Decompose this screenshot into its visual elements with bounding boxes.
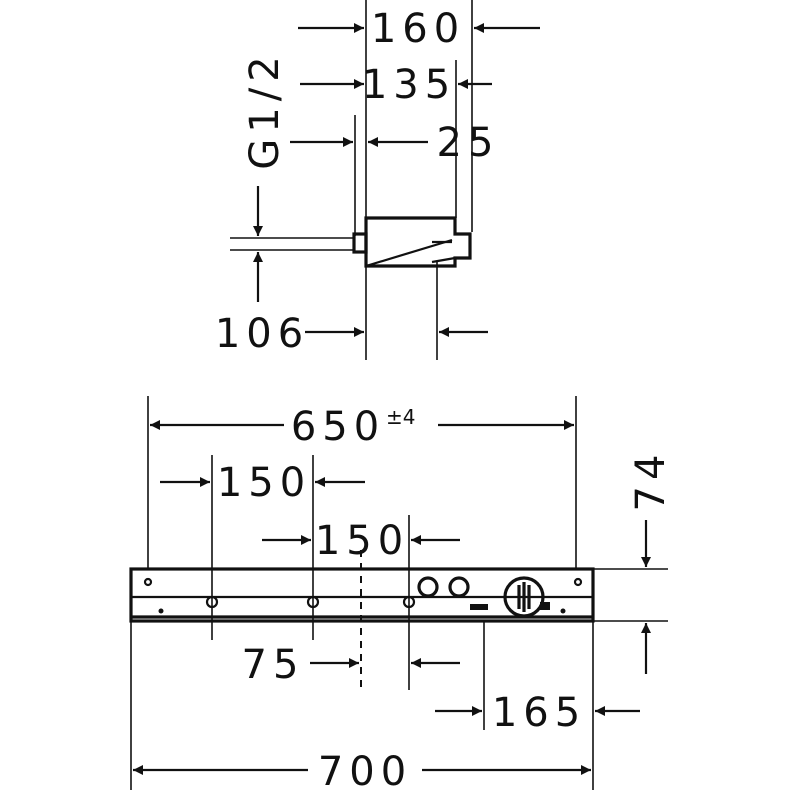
dimension-150-a: 150: [160, 460, 365, 506]
dimension-74-label: 74: [628, 449, 674, 512]
dimension-165-label: 165: [492, 690, 586, 736]
dimension-75-label: 75: [242, 642, 305, 688]
dimension-700-label: 700: [318, 749, 412, 795]
dimension-650: 650 ±4: [150, 404, 574, 450]
dimension-thread-label: G1/2: [242, 50, 288, 169]
dimension-25-label: 25: [437, 120, 500, 166]
dimension-75: 75: [242, 642, 460, 688]
dimension-150-b: 150: [262, 518, 460, 564]
dimension-150-b-label: 150: [315, 518, 409, 564]
front-view: 650 ±4 150 150 74 75: [129, 396, 674, 795]
dimension-700: 700: [133, 749, 591, 795]
dimension-thread: G1/2: [242, 50, 288, 302]
side-view-body: [352, 216, 472, 268]
dimension-106-label: 106: [215, 311, 309, 357]
dimension-135-label: 135: [362, 62, 456, 108]
dimension-650-label: 650: [291, 404, 385, 450]
dimension-106: 106: [215, 311, 488, 357]
dimension-165: 165: [435, 690, 640, 736]
dimension-150-a-label: 150: [217, 460, 311, 506]
dimension-650-tolerance: ±4: [386, 405, 415, 429]
dimension-135: 135: [300, 62, 492, 108]
dimension-160-label: 160: [371, 6, 465, 52]
dimension-74: 74: [628, 449, 674, 674]
dimension-25: 25: [290, 120, 500, 166]
side-view: 160 135 25 G1/2 106: [215, 0, 540, 360]
side-view-extension-lines: [230, 0, 473, 360]
front-view-extension-lines: [130, 396, 668, 790]
dimension-160: 160: [298, 6, 540, 52]
